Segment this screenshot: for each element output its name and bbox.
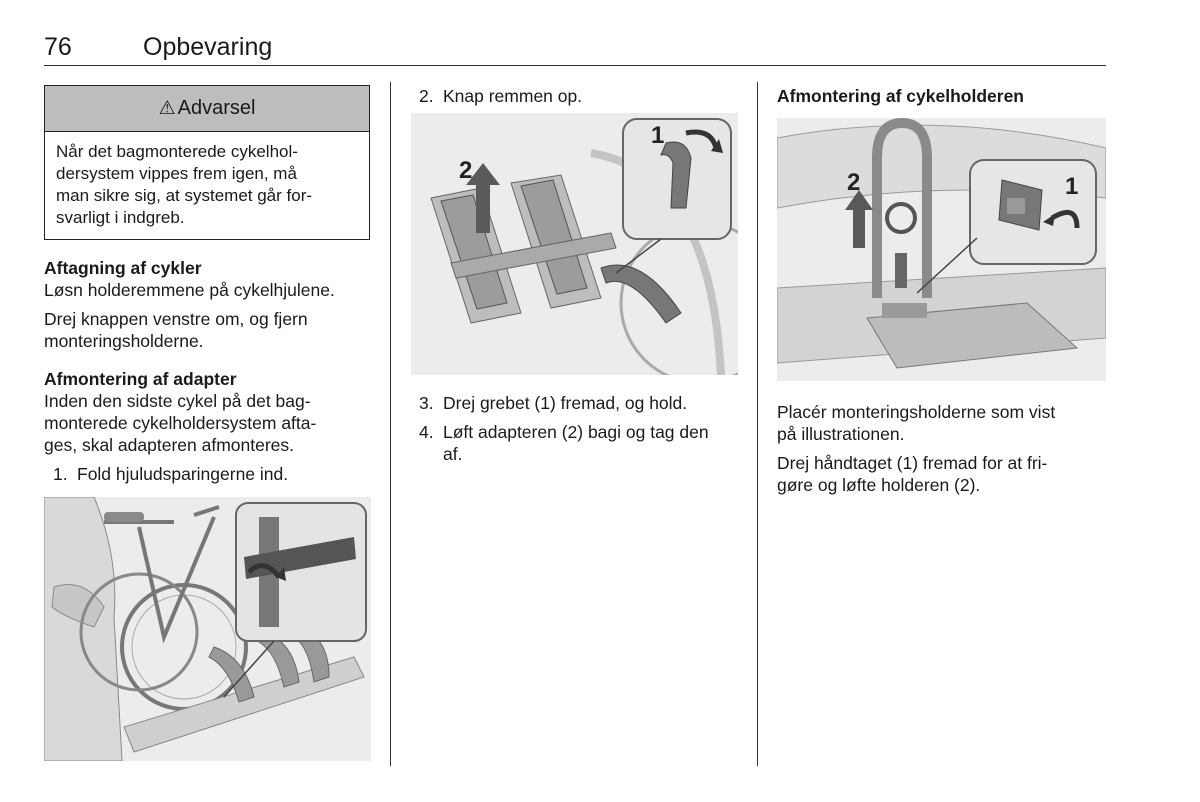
step-number: 3. bbox=[419, 393, 434, 413]
paragraph-line: ges, skal adapteren afmonteres. bbox=[44, 435, 295, 455]
figure-label-1: 1 bbox=[651, 122, 664, 149]
column-2-steps: 3. Drej grebet (1) fremad, og hold. 4. L… bbox=[419, 392, 749, 465]
step-text-line: Løft adapteren (2) bagi og tag den bbox=[443, 422, 709, 442]
paragraph-line: Inden den sidste cykel på det bag- bbox=[44, 391, 311, 411]
step-number: 1. bbox=[53, 464, 68, 484]
warning-text: Når det bagmonterede cykelhol- dersystem… bbox=[45, 132, 369, 229]
warning-triangle-icon: ⚠ bbox=[158, 98, 176, 119]
paragraph-line: monterede cykelholdersystem afta- bbox=[44, 413, 317, 433]
illustration-bicycle-carrier bbox=[44, 497, 371, 761]
figure-label-2: 2 bbox=[459, 157, 472, 184]
header-rule bbox=[44, 65, 1106, 66]
illustration-holder-removal: 2 1 bbox=[777, 118, 1106, 381]
paragraph: Drej knappen venstre om, og fjern monter… bbox=[44, 308, 384, 352]
warning-line: Når det bagmonterede cykelhol- bbox=[56, 142, 298, 161]
step-text: Knap remmen op. bbox=[443, 86, 583, 106]
column-1-text: Aftagning af cykler Løsn holderemmene på… bbox=[44, 257, 384, 485]
illustration-adapter-strap: 2 1 bbox=[411, 113, 738, 375]
heading-afmontering-adapter: Afmontering af adapter bbox=[44, 369, 237, 389]
warning-line: svarligt i indgreb. bbox=[56, 208, 185, 227]
step-2: 2. Knap remmen op. bbox=[419, 85, 582, 107]
step-number: 4. bbox=[419, 422, 434, 442]
warning-header: ⚠ Advarsel bbox=[45, 86, 369, 132]
paragraph: Løsn holderemmene på cykelhjulene. bbox=[44, 280, 335, 300]
page-title: Opbevaring bbox=[143, 33, 273, 61]
warning-box: ⚠ Advarsel Når det bagmonterede cykelhol… bbox=[44, 85, 370, 240]
paragraph-line: Placér monteringsholderne som vist bbox=[777, 402, 1056, 422]
paragraph-line: Drej knappen venstre om, og fjern bbox=[44, 309, 308, 329]
paragraph-line: monteringsholderne. bbox=[44, 331, 204, 351]
paragraph-line: på illustrationen. bbox=[777, 424, 905, 444]
step-1: 1. Fold hjuludsparingerne ind. bbox=[44, 463, 384, 485]
column-divider-1 bbox=[390, 82, 391, 766]
figure-label-2: 2 bbox=[847, 169, 860, 196]
paragraph: Drej håndtaget (1) fremad for at fri- gø… bbox=[777, 452, 1107, 496]
paragraph-line: gøre og løfte holderen (2). bbox=[777, 475, 981, 495]
step-text: Fold hjuludsparingerne ind. bbox=[77, 464, 289, 484]
warning-line: dersystem vippes frem igen, må bbox=[56, 164, 297, 183]
step-text: Løft adapteren (2) bagi og tag den af. bbox=[443, 421, 709, 465]
paragraph: Inden den sidste cykel på det bag- monte… bbox=[44, 390, 384, 456]
heading-afmontering-cykelholder: Afmontering af cykelholderen bbox=[777, 86, 1024, 106]
heading-aftagning: Aftagning af cykler bbox=[44, 258, 202, 278]
page-number: 76 bbox=[44, 33, 72, 61]
step-3: 3. Drej grebet (1) fremad, og hold. bbox=[419, 392, 749, 414]
paragraph-line: Drej håndtaget (1) fremad for at fri- bbox=[777, 453, 1048, 473]
step-4: 4. Løft adapteren (2) bagi og tag den af… bbox=[419, 421, 749, 465]
column-3-text: Placér monteringsholderne som vist på il… bbox=[777, 401, 1107, 496]
step-number: 2. bbox=[419, 86, 434, 106]
step-text-line: af. bbox=[443, 444, 463, 464]
warning-line: man sikre sig, at systemet går for- bbox=[56, 186, 313, 205]
step-text: Drej grebet (1) fremad, og hold. bbox=[443, 393, 688, 413]
figure-label-1: 1 bbox=[1065, 173, 1078, 200]
paragraph: Placér monteringsholderne som vist på il… bbox=[777, 401, 1107, 445]
column-divider-2 bbox=[757, 82, 758, 766]
warning-title: Advarsel bbox=[177, 97, 256, 119]
